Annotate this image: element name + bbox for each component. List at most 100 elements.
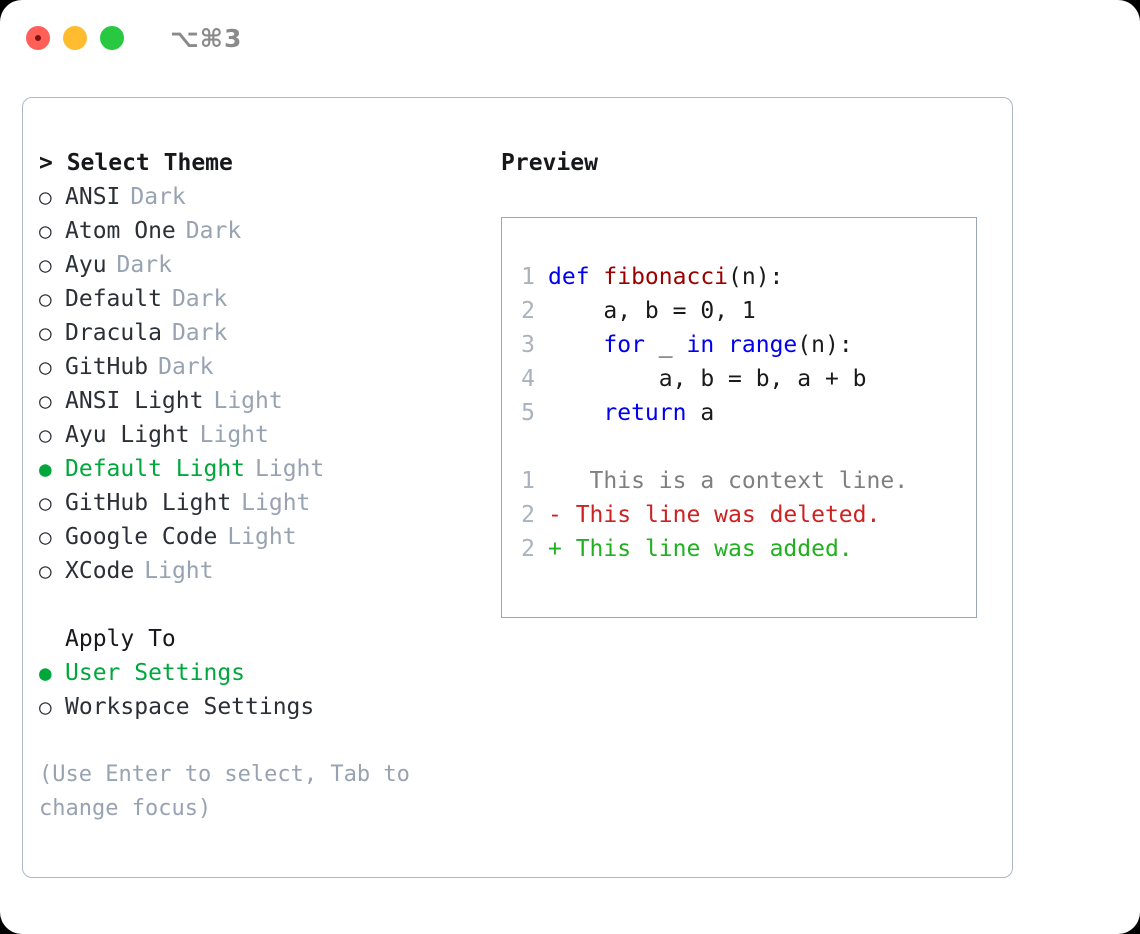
code-diff-separator	[502, 430, 976, 464]
apply-to-heading: Apply To	[65, 626, 176, 652]
keyboard-shortcut-label: ⌥⌘3	[170, 24, 243, 53]
title-bar: ⌥⌘3	[0, 0, 1140, 78]
apply-to-option-workspace-settings[interactable]: ○ Workspace Settings	[39, 690, 509, 724]
diff-line-number: 2	[521, 502, 535, 528]
theme-variant-tag: Dark	[158, 354, 214, 380]
code-token-plain	[548, 332, 603, 358]
code-line: 1 def fibonacci(n):	[502, 260, 976, 294]
theme-variant-tag: Dark	[185, 218, 242, 244]
apply-to-option-label: User Settings	[65, 660, 246, 686]
code-line-number: 1	[521, 264, 535, 290]
theme-option-default[interactable]: ○ Default Dark	[39, 282, 509, 316]
code-line-content: a, b = b, a + b	[548, 362, 867, 396]
theme-option-label: XCode	[65, 558, 135, 584]
diff-sign: -	[548, 502, 562, 528]
code-token-plain: _	[644, 332, 687, 358]
radio-selected-icon: ●	[39, 661, 52, 685]
radio-unselected-icon: ○	[39, 491, 52, 515]
theme-option-label: Default	[65, 286, 162, 312]
theme-option-ansi[interactable]: ○ ANSI Dark	[39, 180, 509, 214]
theme-variant-tag: Dark	[171, 320, 228, 346]
code-line-content: def fibonacci(n):	[548, 260, 783, 294]
theme-option-label: Default Light	[65, 456, 246, 482]
code-token-plain: a, b = 0, 1	[548, 298, 756, 324]
theme-variant-tag: Light	[199, 422, 269, 448]
diff-line-content: This line was deleted.	[561, 502, 881, 528]
theme-option-label: Ayu Light	[65, 422, 190, 448]
apply-to-option-user-settings[interactable]: ● User Settings	[39, 656, 509, 690]
theme-variant-tag: Light	[241, 490, 311, 516]
radio-unselected-icon: ○	[39, 253, 52, 277]
keyboard-hint-text: (Use Enter to select, Tab to change focu…	[39, 762, 410, 821]
select-theme-heading: > Select Theme	[39, 150, 233, 176]
code-line-content: a, b = 0, 1	[548, 294, 756, 328]
theme-option-ayu-light[interactable]: ○ Ayu Light Light	[39, 418, 509, 452]
theme-option-label: ANSI Light	[65, 388, 204, 414]
theme-variant-tag: Dark	[171, 286, 228, 312]
radio-unselected-icon: ○	[39, 423, 52, 447]
code-line: 2 a, b = 0, 1	[502, 294, 976, 328]
close-button[interactable]	[26, 26, 50, 50]
code-token-plain	[714, 332, 728, 358]
code-token-plain: a	[686, 400, 715, 426]
radio-unselected-icon: ○	[39, 287, 52, 311]
theme-option-ansi-light[interactable]: ○ ANSI Light Light	[39, 384, 509, 418]
code-line: 4 a, b = b, a + b	[502, 362, 976, 396]
theme-variant-tag: Light	[255, 456, 325, 482]
radio-unselected-icon: ○	[39, 321, 52, 345]
apply-to-option-label: Workspace Settings	[65, 694, 315, 720]
theme-option-label: ANSI	[65, 184, 121, 210]
radio-unselected-icon: ○	[39, 559, 52, 583]
code-line-content: for _ in range(n):	[548, 328, 853, 362]
theme-option-dracula[interactable]: ○ Dracula Dark	[39, 316, 509, 350]
diff-line-add: 2+ This line was added.	[502, 532, 976, 566]
code-token-kw: for	[603, 332, 645, 358]
radio-unselected-icon: ○	[39, 389, 52, 413]
code-token-kw: return	[603, 400, 687, 426]
theme-option-label: Dracula	[65, 320, 162, 346]
maximize-button[interactable]	[100, 26, 124, 50]
diff-sign	[548, 464, 562, 498]
code-token-kw: def	[548, 264, 604, 290]
code-line: 3 for _ in range(n):	[502, 328, 976, 362]
preview-heading: Preview	[501, 150, 598, 176]
theme-option-default-light[interactable]: ● Default Light Light	[39, 452, 509, 486]
code-token-kw: in	[686, 332, 715, 358]
diff-line-ctx: 1 This is a context line.	[502, 464, 976, 498]
code-line-number: 4	[521, 366, 535, 392]
theme-option-atom-one[interactable]: ○ Atom One Dark	[39, 214, 509, 248]
code-line-number: 3	[521, 332, 535, 358]
radio-unselected-icon: ○	[39, 219, 52, 243]
radio-unselected-icon: ○	[39, 185, 52, 209]
code-token-plain	[548, 400, 603, 426]
theme-variant-tag: Light	[227, 524, 297, 550]
diff-sign: +	[548, 536, 562, 562]
theme-variant-tag: Dark	[130, 184, 186, 210]
code-token-plain: (n):	[797, 332, 853, 358]
apply-to-list: ● User Settings ○ Workspace Settings	[39, 656, 509, 724]
theme-option-label: Atom One	[65, 218, 176, 244]
theme-option-github[interactable]: ○ GitHub Dark	[39, 350, 509, 384]
minimize-button[interactable]	[63, 26, 87, 50]
radio-unselected-icon: ○	[39, 355, 52, 379]
radio-unselected-icon: ○	[39, 695, 52, 719]
section-spacer	[39, 588, 509, 622]
code-token-plain: (n):	[728, 264, 784, 290]
radio-selected-icon: ●	[39, 457, 52, 481]
theme-variant-tag: Light	[213, 388, 283, 414]
theme-option-label: GitHub	[65, 354, 149, 380]
code-line-number: 2	[521, 298, 535, 324]
code-token-kw: range	[728, 332, 798, 358]
theme-option-label: Google Code	[65, 524, 218, 550]
code-token-plain: a, b = b, a + b	[548, 366, 867, 392]
